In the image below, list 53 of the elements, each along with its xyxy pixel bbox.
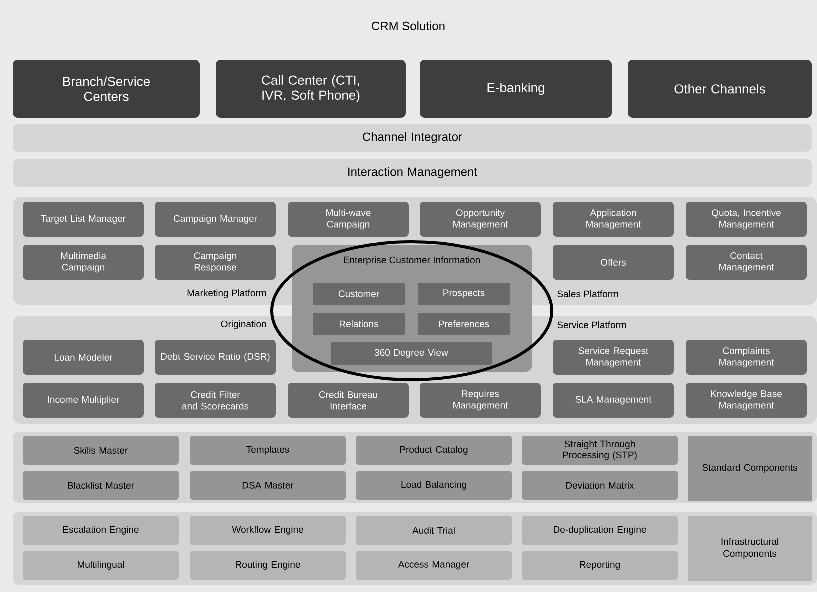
channel-box: E-banking — [420, 60, 612, 118]
module-box: Loan Modeler — [23, 340, 144, 375]
component-group-box: Infrastructural Components — [688, 516, 812, 581]
info-box: Prospects — [418, 283, 510, 305]
module-box: Offers — [553, 245, 674, 280]
component-box: Escalation Engine — [23, 516, 179, 545]
module-box: Quota, Incentive Management — [686, 202, 807, 237]
module-box: Knowledge Base Management — [686, 383, 807, 418]
component-box: Skills Master — [23, 436, 179, 465]
layer-band: Channel Integrator — [13, 124, 812, 152]
platform-label: Marketing Platform — [188, 290, 266, 298]
channel-box: Call Center (CTI, IVR, Soft Phone) — [216, 60, 406, 118]
component-box: Reporting — [522, 551, 678, 580]
module-box: Target List Manager — [23, 202, 144, 237]
info-box: Relations — [313, 313, 405, 335]
component-box: Routing Engine — [190, 551, 346, 580]
module-box: Credit Bureau Interface — [288, 383, 409, 418]
component-box: Blacklist Master — [23, 471, 179, 500]
component-box: Access Manager — [356, 551, 512, 580]
module-box: Multimedia Campaign — [23, 245, 144, 280]
module-box: Opportunity Management — [420, 202, 541, 237]
info-box: 360 Degree View — [331, 342, 492, 365]
component-group-box: Standard Components — [688, 436, 812, 501]
component-box: Load Balancing — [356, 471, 512, 500]
channel-box: Branch/Service Centers — [13, 60, 200, 118]
info-box: Customer — [313, 283, 405, 305]
component-box: Deviation Matrix — [522, 471, 678, 500]
platform-label: Origination — [221, 320, 266, 330]
module-box: Application Management — [553, 202, 674, 237]
component-box: Audit Trial — [356, 516, 512, 545]
module-box: Service Request Management — [553, 340, 674, 375]
component-box: De-duplication Engine — [522, 516, 678, 545]
component-box: Product Catalog — [356, 436, 512, 465]
component-box: Straight Through Processing (STP) — [522, 436, 678, 465]
module-box: Requires Management — [420, 383, 541, 418]
module-box: Debt Service Ratio (DSR) — [155, 340, 276, 375]
component-box: Workflow Engine — [190, 516, 346, 545]
platform-label: Sales Platform — [558, 290, 618, 298]
module-box: SLA Management — [553, 383, 674, 418]
component-box: DSA Master — [190, 471, 346, 500]
module-box: Multi-wave Campaign — [288, 202, 409, 237]
component-box: Multilingual — [23, 551, 179, 580]
module-box: Complaints Management — [686, 340, 807, 375]
platform-label: Service Platform — [558, 322, 626, 328]
module-box: Credit Filter and Scorecards — [155, 383, 276, 418]
channel-box: Other Channels — [628, 60, 812, 118]
module-box: Campaign Response — [155, 245, 276, 280]
module-box: Contact Management — [686, 245, 807, 280]
module-box: Income Multiplier — [23, 383, 144, 418]
info-box: Preferences — [418, 313, 510, 335]
module-box: Campaign Manager — [155, 202, 276, 237]
layer-band: Interaction Management — [13, 159, 812, 187]
component-box: Templates — [190, 436, 346, 465]
